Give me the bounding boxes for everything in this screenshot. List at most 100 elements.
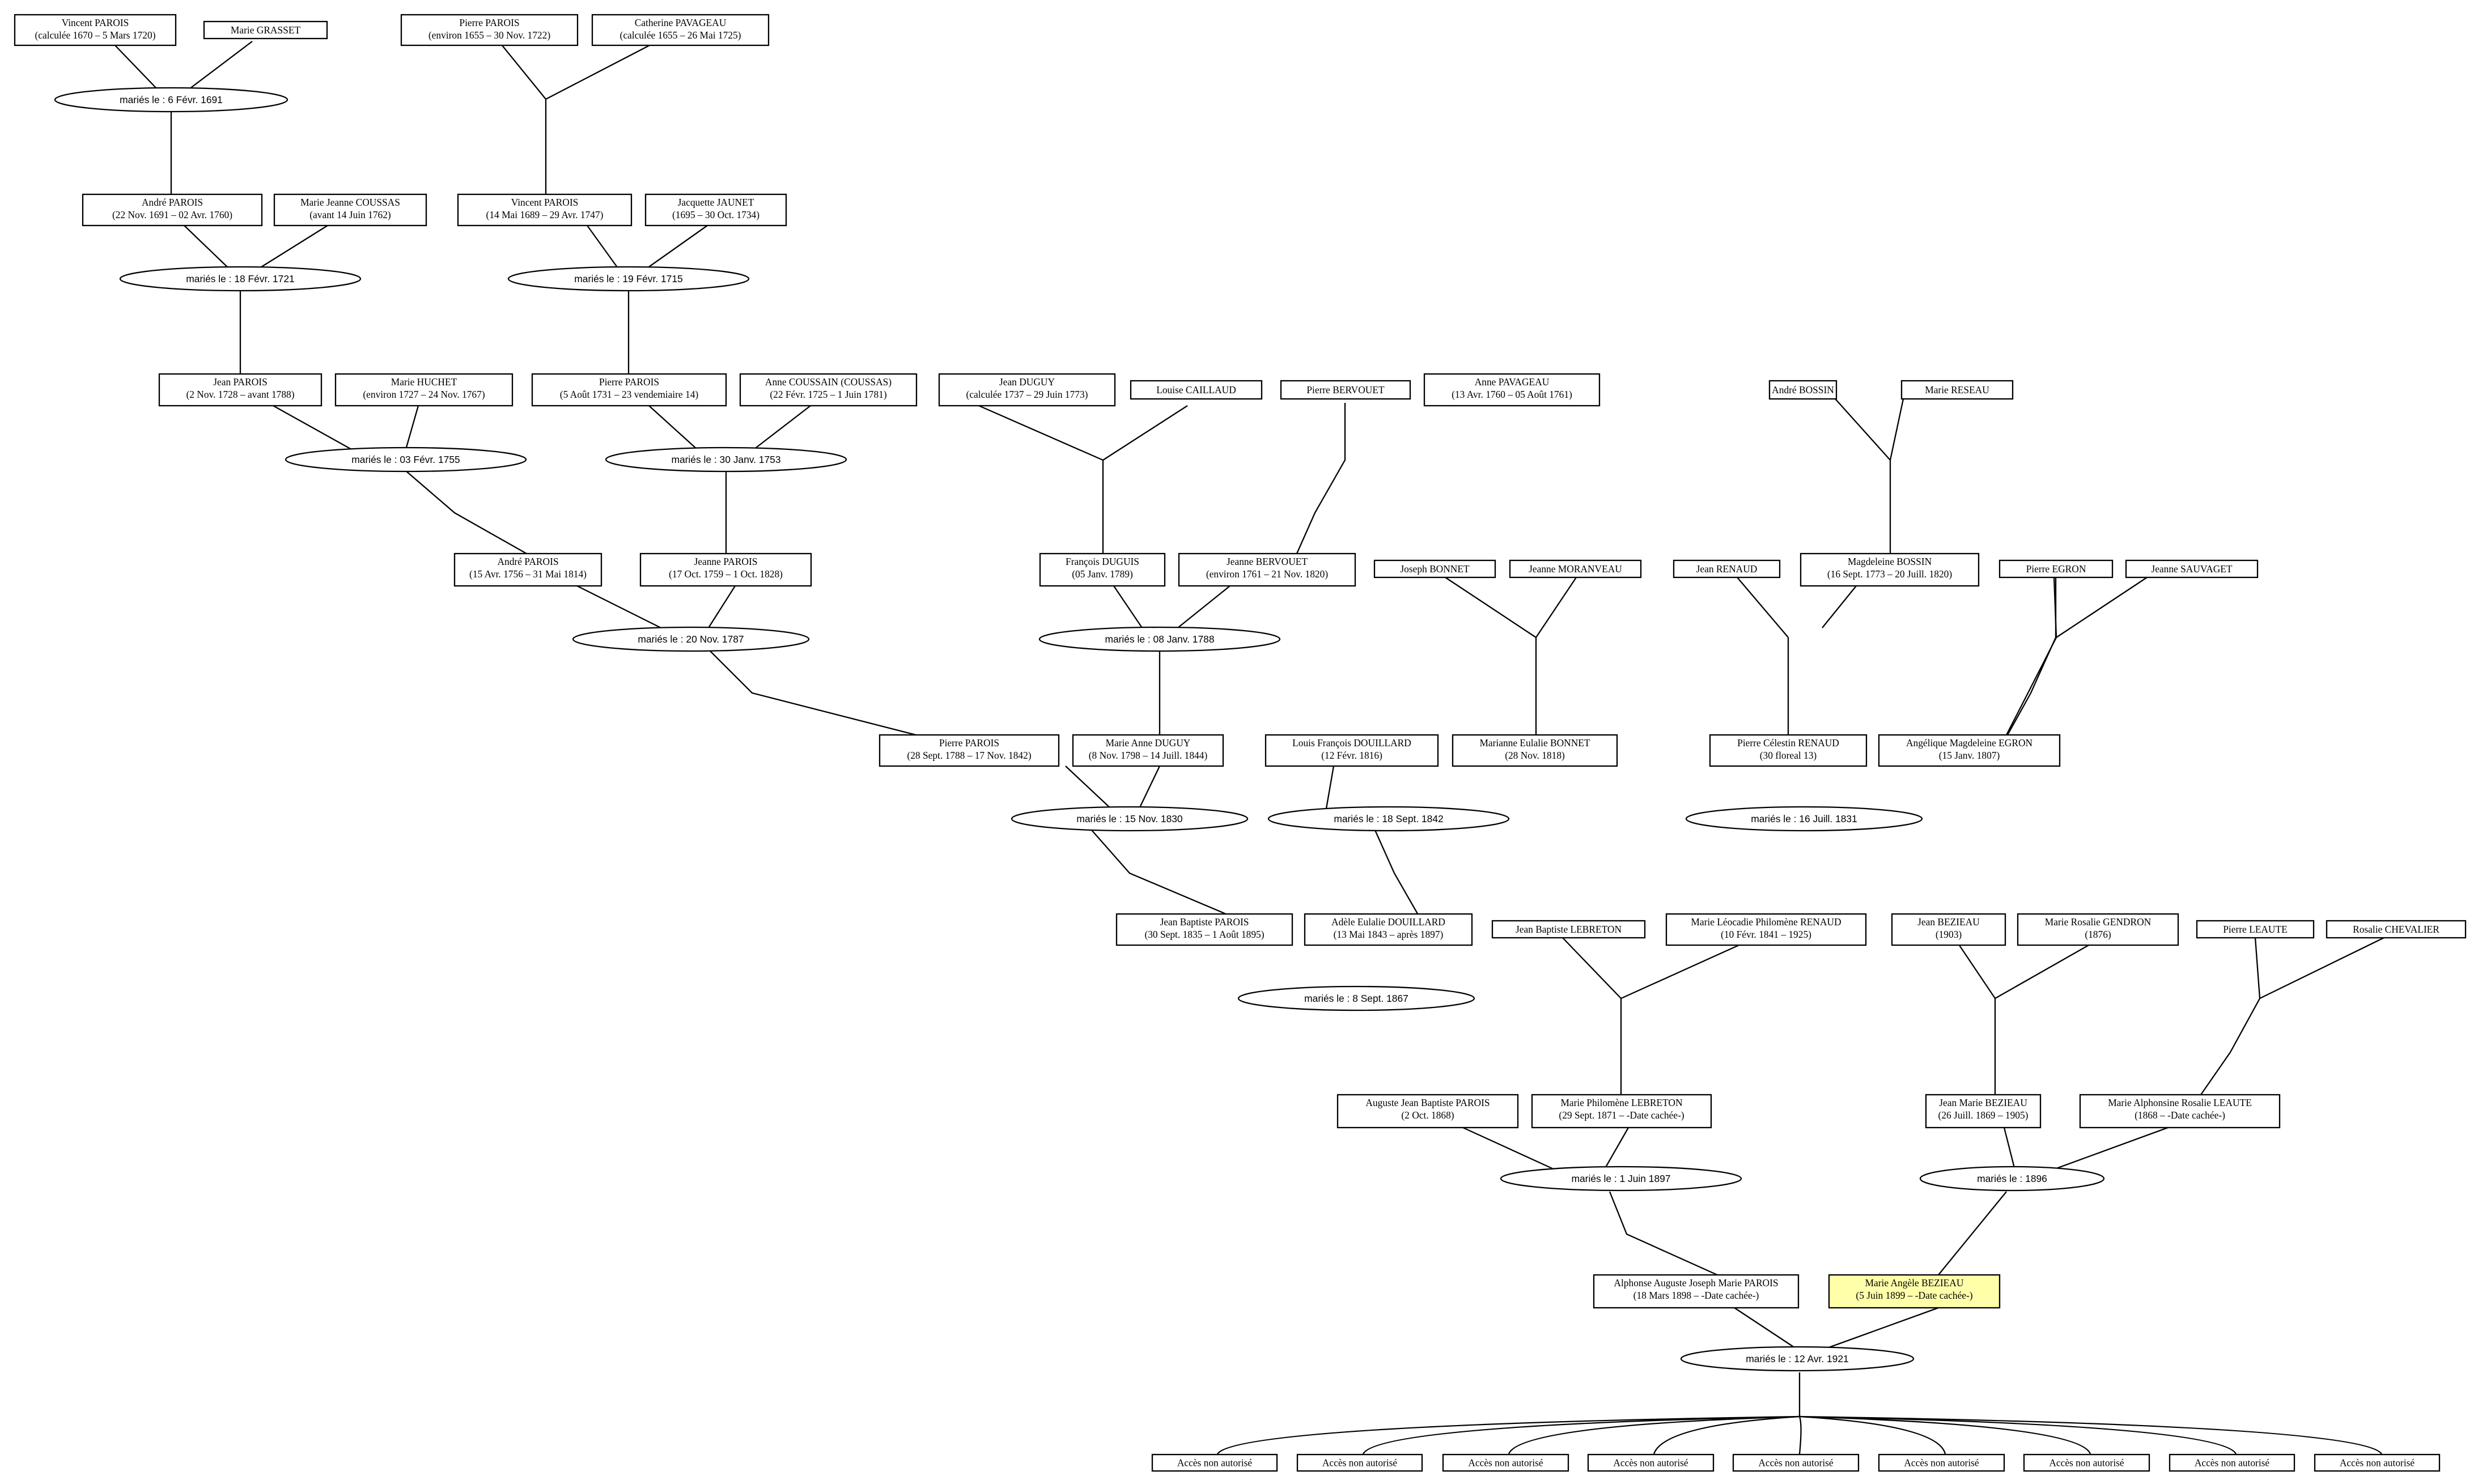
marriage-node[interactable]: mariés le : 8 Sept. 1867 [1237, 985, 1475, 1011]
marriage-node[interactable]: mariés le : 15 Nov. 1830 [1011, 806, 1249, 832]
person-box[interactable]: Jean BEZIEAU(1903) [1891, 913, 2006, 946]
person-box[interactable]: Jacquette JAUNET(1695 – 30 Oct. 1734) [644, 193, 787, 227]
person-box[interactable]: Jean Marie BEZIEAU(26 Juill. 1869 – 1905… [1925, 1094, 2042, 1129]
restricted-child-box[interactable]: Accès non autorisé [2314, 1453, 2441, 1472]
person-dates: (15 Janv. 1807) [1939, 750, 2000, 761]
person-box-frame [2326, 920, 2467, 939]
restricted-child-box[interactable]: Accès non autorisé [1732, 1453, 1860, 1472]
person-name: Anne COUSSAIN (COUSSAS) [765, 376, 892, 388]
person-box[interactable]: Jeanne SAUVAGET [2125, 559, 2259, 579]
person-dates: (environ 1655 – 30 Nov. 1722) [428, 29, 550, 41]
restricted-child-box[interactable]: Accès non autorisé [1587, 1453, 1715, 1472]
marriage-node[interactable]: mariés le : 12 Avr. 1921 [1680, 1346, 1915, 1372]
person-box[interactable]: Alphonse Auguste Joseph Marie PAROIS(18 … [1593, 1274, 1800, 1309]
marriage-node[interactable]: mariés le : 20 Nov. 1787 [572, 626, 810, 652]
person-box[interactable]: Jean RENAUD [1673, 559, 1781, 579]
marriage-node[interactable]: mariés le : 08 Janv. 1788 [1038, 626, 1281, 652]
person-box[interactable]: Marie Rosalie GENDRON(1876) [2017, 913, 2179, 946]
person-dates: (14 Mai 1689 – 29 Avr. 1747) [486, 209, 604, 220]
person-box[interactable]: Jeanne MORANVEAU [1509, 559, 1642, 579]
person-box[interactable]: Angélique Magdeleine EGRON(15 Janv. 1807… [1878, 734, 2061, 767]
person-box[interactable]: Jean Baptiste PAROIS(30 Sept. 1835 – 1 A… [1115, 913, 1293, 946]
restricted-child-frame [2314, 1453, 2441, 1472]
person-box-frame [1768, 380, 1838, 400]
restricted-child-box[interactable]: Accès non autorisé [1296, 1453, 1423, 1472]
marriage-date: mariés le : 16 Juill. 1831 [1751, 813, 1857, 824]
person-box[interactable]: Anne PAVAGEAU(13 Avr. 1760 – 05 Août 176… [1423, 373, 1601, 407]
restricted-child-box[interactable]: Accès non autorisé [1151, 1453, 1278, 1472]
person-box[interactable]: Marie Anne DUGUY(8 Nov. 1798 – 14 Juill.… [1072, 734, 1224, 767]
person-dates: (environ 1761 – 21 Nov. 1820) [1206, 568, 1328, 580]
person-name: Pierre Célestin RENAUD [1737, 737, 1839, 749]
person-box[interactable]: Marie Jeanne COUSSAS(avant 14 Juin 1762) [273, 193, 427, 227]
marriage-ellipse [1038, 626, 1281, 652]
person-name: Marie Alphonsine Rosalie LEAUTE [2108, 1097, 2252, 1108]
person-box[interactable]: Magdeleine BOSSIN(16 Sept. 1773 – 20 Jui… [1800, 552, 1980, 587]
marriage-node[interactable]: mariés le : 1896 [1919, 1166, 2105, 1192]
person-box[interactable]: Jeanne BERVOUET(environ 1761 – 21 Nov. 1… [1178, 552, 1356, 587]
person-box[interactable]: Pierre PAROIS(28 Sept. 1788 – 17 Nov. 18… [879, 734, 1060, 767]
person-box[interactable]: Rosalie CHEVALIER [2326, 920, 2467, 939]
person-name: Pierre PAROIS [939, 737, 999, 749]
person-box-frame [457, 193, 633, 227]
marriage-node[interactable]: mariés le : 03 Févr. 1755 [285, 447, 527, 473]
person-box[interactable]: Pierre PAROIS(environ 1655 – 30 Nov. 172… [400, 14, 579, 46]
restricted-child-box[interactable]: Accès non autorisé [2169, 1453, 2295, 1472]
person-box[interactable]: Marie Philomène LEBRETON(29 Sept. 1871 –… [1531, 1094, 1712, 1129]
marriage-node[interactable]: mariés le : 18 Sept. 1842 [1267, 806, 1510, 832]
marriage-node[interactable]: mariés le : 30 Janv. 1753 [605, 447, 847, 473]
person-box[interactable]: Jean PAROIS(2 Nov. 1728 – avant 1788) [158, 373, 323, 407]
restricted-child-label: Accès non autorisé [1613, 1457, 1688, 1469]
person-box[interactable]: Joseph BONNET [1373, 559, 1496, 579]
marriage-node[interactable]: mariés le : 16 Juill. 1831 [1685, 806, 1923, 832]
person-box[interactable]: Pierre EGRON [1998, 559, 2114, 579]
person-box[interactable]: Marie Léocadie Philomène RENAUD(10 Févr.… [1665, 913, 1867, 946]
person-box[interactable]: Vincent PAROIS(14 Mai 1689 – 29 Avr. 174… [457, 193, 633, 227]
person-box-frame [203, 20, 328, 40]
person-box[interactable]: Jean Baptiste LEBRETON [1491, 920, 1646, 939]
person-box[interactable]: François DUGUIS(05 Janv. 1789) [1039, 552, 1166, 587]
person-box[interactable]: André PAROIS(22 Nov. 1691 – 02 Avr. 1760… [82, 193, 263, 227]
marriage-node[interactable]: mariés le : 18 Févr. 1721 [119, 266, 362, 292]
person-box[interactable]: Anne COUSSAIN (COUSSAS)(22 Févr. 1725 – … [739, 373, 918, 407]
person-dates: (calculée 1670 – 5 Mars 1720) [35, 29, 156, 41]
person-name: Marie RESEAU [1925, 384, 1989, 396]
person-box[interactable]: Catherine PAVAGEAU(calculée 1655 – 26 Ma… [591, 14, 770, 46]
marriage-node[interactable]: mariés le : 1 Juin 1897 [1500, 1166, 1742, 1192]
person-box[interactable]: Marie GRASSET [203, 20, 328, 40]
person-box[interactable]: Pierre BERVOUET [1280, 380, 1411, 400]
person-dates: (1695 – 30 Oct. 1734) [672, 209, 759, 220]
person-box[interactable]: Pierre Célestin RENAUD(30 floreal 13) [1709, 734, 1868, 767]
person-box[interactable]: Auguste Jean Baptiste PAROIS(2 Oct. 1868… [1336, 1094, 1519, 1129]
person-box[interactable]: Louise CAILLAUD [1130, 380, 1263, 400]
person-box[interactable]: André BOSSIN [1768, 380, 1838, 400]
person-box[interactable]: André PAROIS(15 Avr. 1756 – 31 Mai 1814) [453, 552, 602, 587]
person-box[interactable]: Pierre PAROIS(5 Août 1731 – 23 vendemiai… [531, 373, 727, 407]
person-box-frame [1900, 380, 2014, 400]
person-name: André PAROIS [497, 556, 558, 567]
restricted-child-box[interactable]: Accès non autorisé [2023, 1453, 2150, 1472]
person-box[interactable]: Jeanne PAROIS(17 Oct. 1759 – 1 Oct. 1828… [639, 552, 812, 587]
marriage-node[interactable]: mariés le : 6 Févr. 1691 [54, 87, 288, 113]
person-box[interactable]: Louis François DOUILLARD(12 Févr. 1816) [1265, 734, 1439, 767]
person-box[interactable]: Marie Alphonsine Rosalie LEAUTE(1868 – -… [2079, 1094, 2281, 1129]
marriage-date: mariés le : 08 Janv. 1788 [1105, 633, 1214, 645]
person-name: Marie Philomène LEBRETON [1560, 1097, 1683, 1108]
person-box[interactable]: Marie HUCHET(environ 1727 – 24 Nov. 1767… [334, 373, 514, 407]
person-box[interactable]: Marianne Eulalie BONNET(28 Nov. 1818) [1452, 734, 1618, 767]
person-box[interactable]: Marie RESEAU [1900, 380, 2014, 400]
restricted-child-box[interactable]: Accès non autorisé [1442, 1453, 1569, 1472]
person-box-frame [1878, 734, 2061, 767]
person-box-frame [1925, 1094, 2042, 1129]
person-box[interactable]: Pierre LEAUTE [2196, 920, 2315, 939]
person-name: Jacquette JAUNET [678, 197, 754, 208]
restricted-child-frame [1442, 1453, 1569, 1472]
person-box[interactable]: Jean DUGUY(calculée 1737 – 29 Juin 1773) [938, 373, 1116, 407]
marriage-node[interactable]: mariés le : 19 Févr. 1715 [507, 266, 750, 292]
person-box[interactable]: Marie Angèle BEZIEAU(5 Juin 1899 – -Date… [1828, 1274, 2001, 1309]
person-box-frame [1115, 913, 1293, 946]
restricted-child-box[interactable]: Accès non autorisé [1878, 1453, 2005, 1472]
person-box[interactable]: Adèle Eulalie DOUILLARD(13 Mai 1843 – ap… [1304, 913, 1473, 946]
person-box[interactable]: Vincent PAROIS(calculée 1670 – 5 Mars 17… [14, 14, 177, 46]
